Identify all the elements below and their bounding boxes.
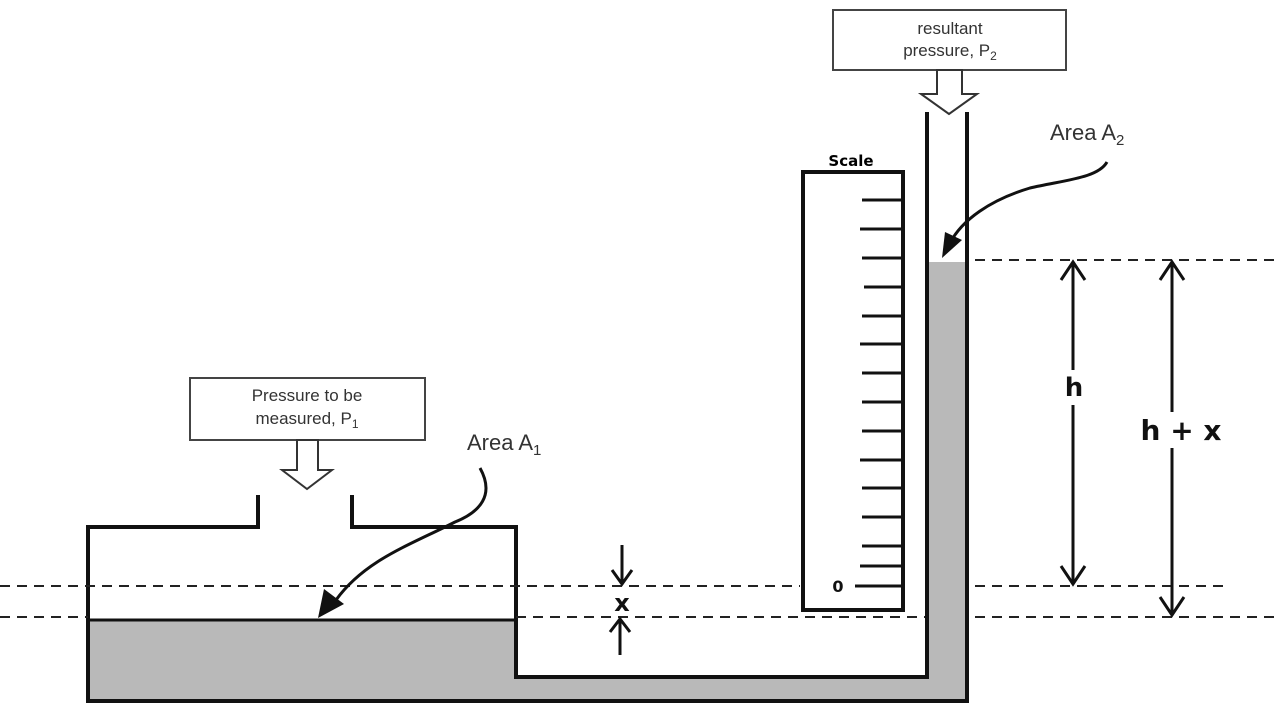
area-a2-arrowhead-icon	[942, 232, 962, 258]
dimension-h-label: h	[1065, 373, 1084, 403]
pressure-input-line2: measured, P1	[255, 409, 358, 431]
scale-title: Scale	[828, 152, 873, 170]
area-pointers	[334, 161, 1109, 601]
reference-lines	[0, 259, 1280, 618]
area-a2-label: Area A2	[1050, 120, 1124, 149]
pressure-input-line1: Pressure to be	[252, 386, 363, 405]
pressure-output-box: resultant pressure, P2	[832, 9, 1067, 71]
scale: Scale 0	[801, 152, 905, 612]
scale-zero-label: 0	[832, 577, 843, 596]
area-a1-label: Area A1	[467, 430, 541, 459]
dimension-x	[608, 545, 634, 655]
pressure-output-line1: resultant	[917, 19, 982, 38]
pressure-input-arrow-icon	[279, 439, 335, 491]
dimension-h-plus-x	[1158, 259, 1186, 618]
dimension-h-plus-x-label: h + x	[1141, 414, 1222, 447]
reservoir	[86, 112, 969, 703]
pressure-input-box: Pressure to be measured, P1	[189, 377, 426, 441]
pressure-output-arrow-icon	[917, 69, 981, 116]
pressure-output-line2: pressure, P2	[903, 41, 997, 63]
liquid-fill	[88, 262, 967, 700]
dimension-x-label: x	[614, 589, 630, 617]
area-a1-arrowhead-icon	[318, 589, 344, 618]
dimension-h	[1059, 259, 1087, 587]
